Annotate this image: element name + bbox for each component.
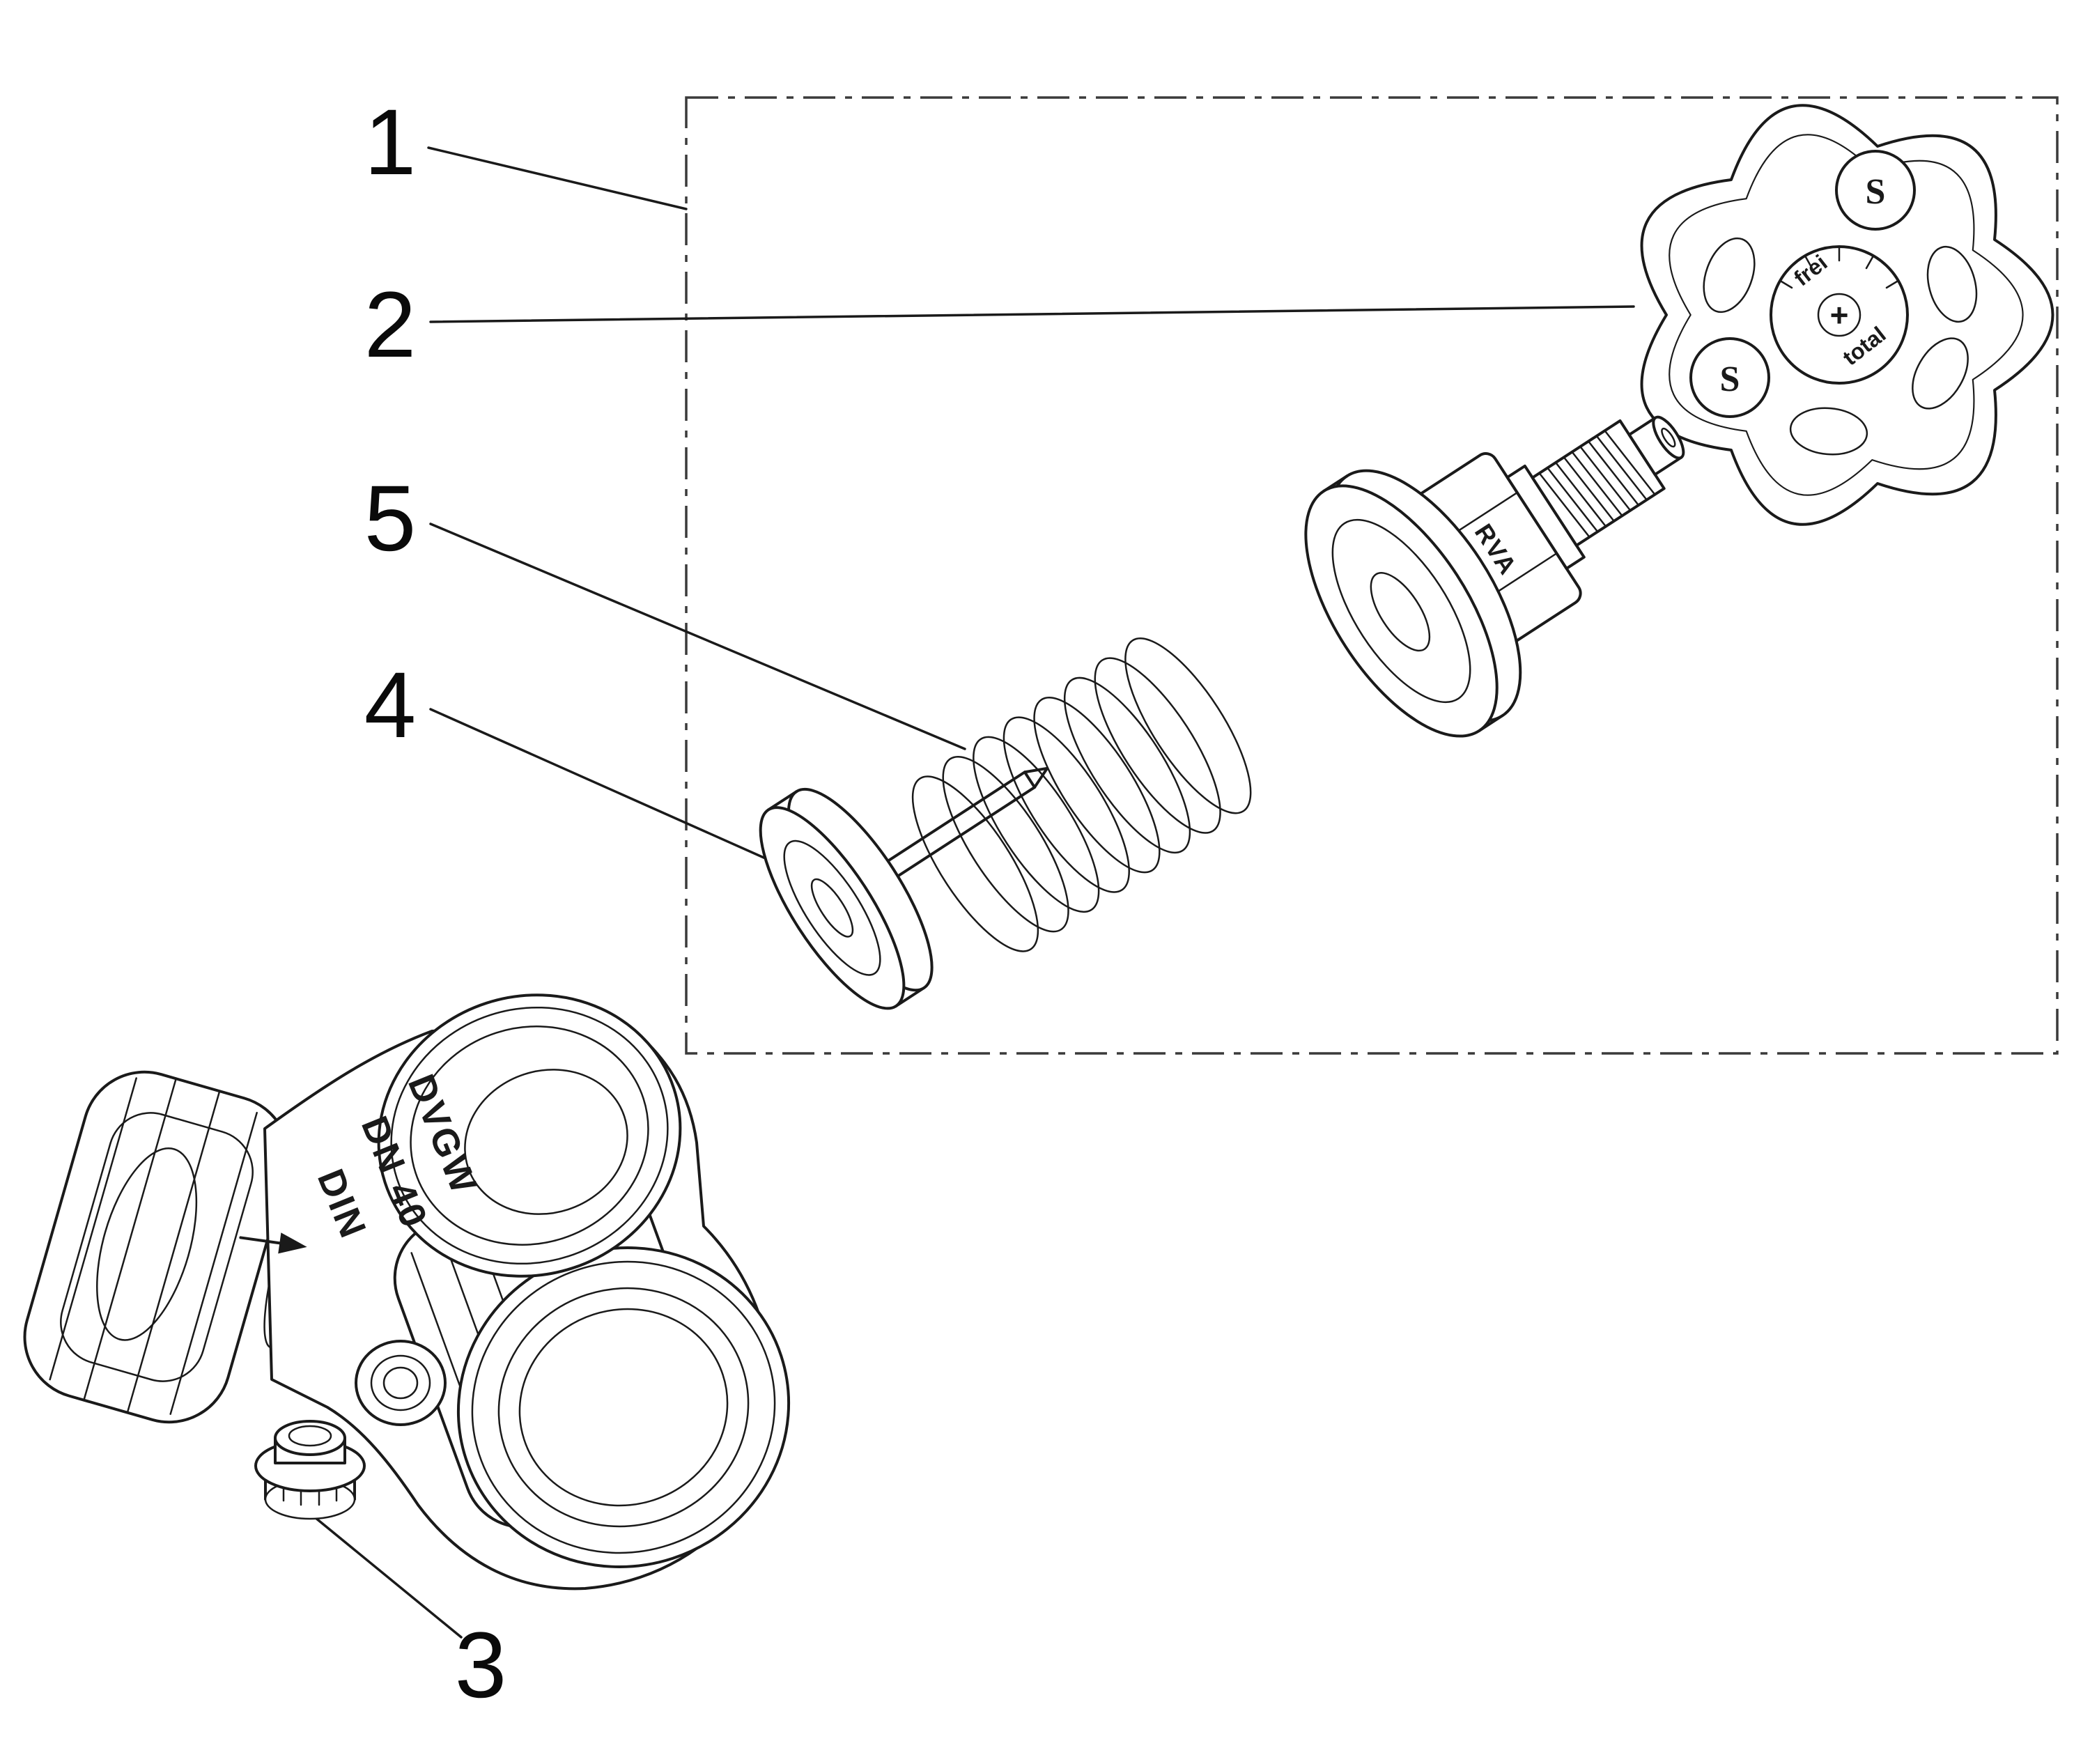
assembly-boundary-box [685, 96, 2059, 1055]
handwheel-logo-pad-top: S [1835, 150, 1916, 231]
brand-logo-glyph-bottom: S [1720, 359, 1740, 399]
callout-4-label: 4 [364, 653, 417, 757]
callouts: 1 2 5 4 3 [314, 91, 1635, 1717]
valve-body: DVGW DN 40 DIN [23, 993, 791, 1591]
handwheel-logo-pad-bottom: S [1689, 337, 1770, 418]
callout-2-label: 2 [364, 273, 417, 377]
handwheel-inner-rim [1669, 134, 2024, 496]
brand-logo-glyph-top: S [1866, 172, 1886, 212]
callout-2-leader-line [429, 305, 1635, 323]
callout-3-leader-line [314, 1516, 463, 1639]
gauge-boss [355, 1340, 447, 1426]
callout-1-label: 1 [364, 91, 417, 194]
handwheel-hub: + frei total [1770, 245, 1909, 385]
callout-3-label: 3 [455, 1614, 507, 1717]
body-top-port [377, 993, 682, 1278]
callout-5-label: 5 [364, 467, 417, 571]
inlet-union-nut [23, 1070, 291, 1424]
handwheel-spoke-openings [1703, 237, 1978, 456]
spindle-thread [1531, 419, 1666, 547]
valve-disc [759, 787, 934, 1010]
handwheel: S S + frei total [1640, 104, 2054, 526]
flow-arrow [239, 1232, 307, 1254]
callout-1-leader-line [427, 146, 688, 210]
callout-4-leader-line [429, 708, 776, 864]
callout-5-leader-line [429, 523, 966, 750]
stem-tip [1023, 766, 1049, 789]
bonnet-spindle-assembly: RVA [1304, 415, 1685, 738]
bonnet-flange [1304, 469, 1522, 738]
hub-plus-mark: + [1830, 297, 1849, 333]
spring [911, 637, 1252, 952]
drain-plug [254, 1420, 366, 1520]
spindle-tip [1627, 415, 1685, 477]
